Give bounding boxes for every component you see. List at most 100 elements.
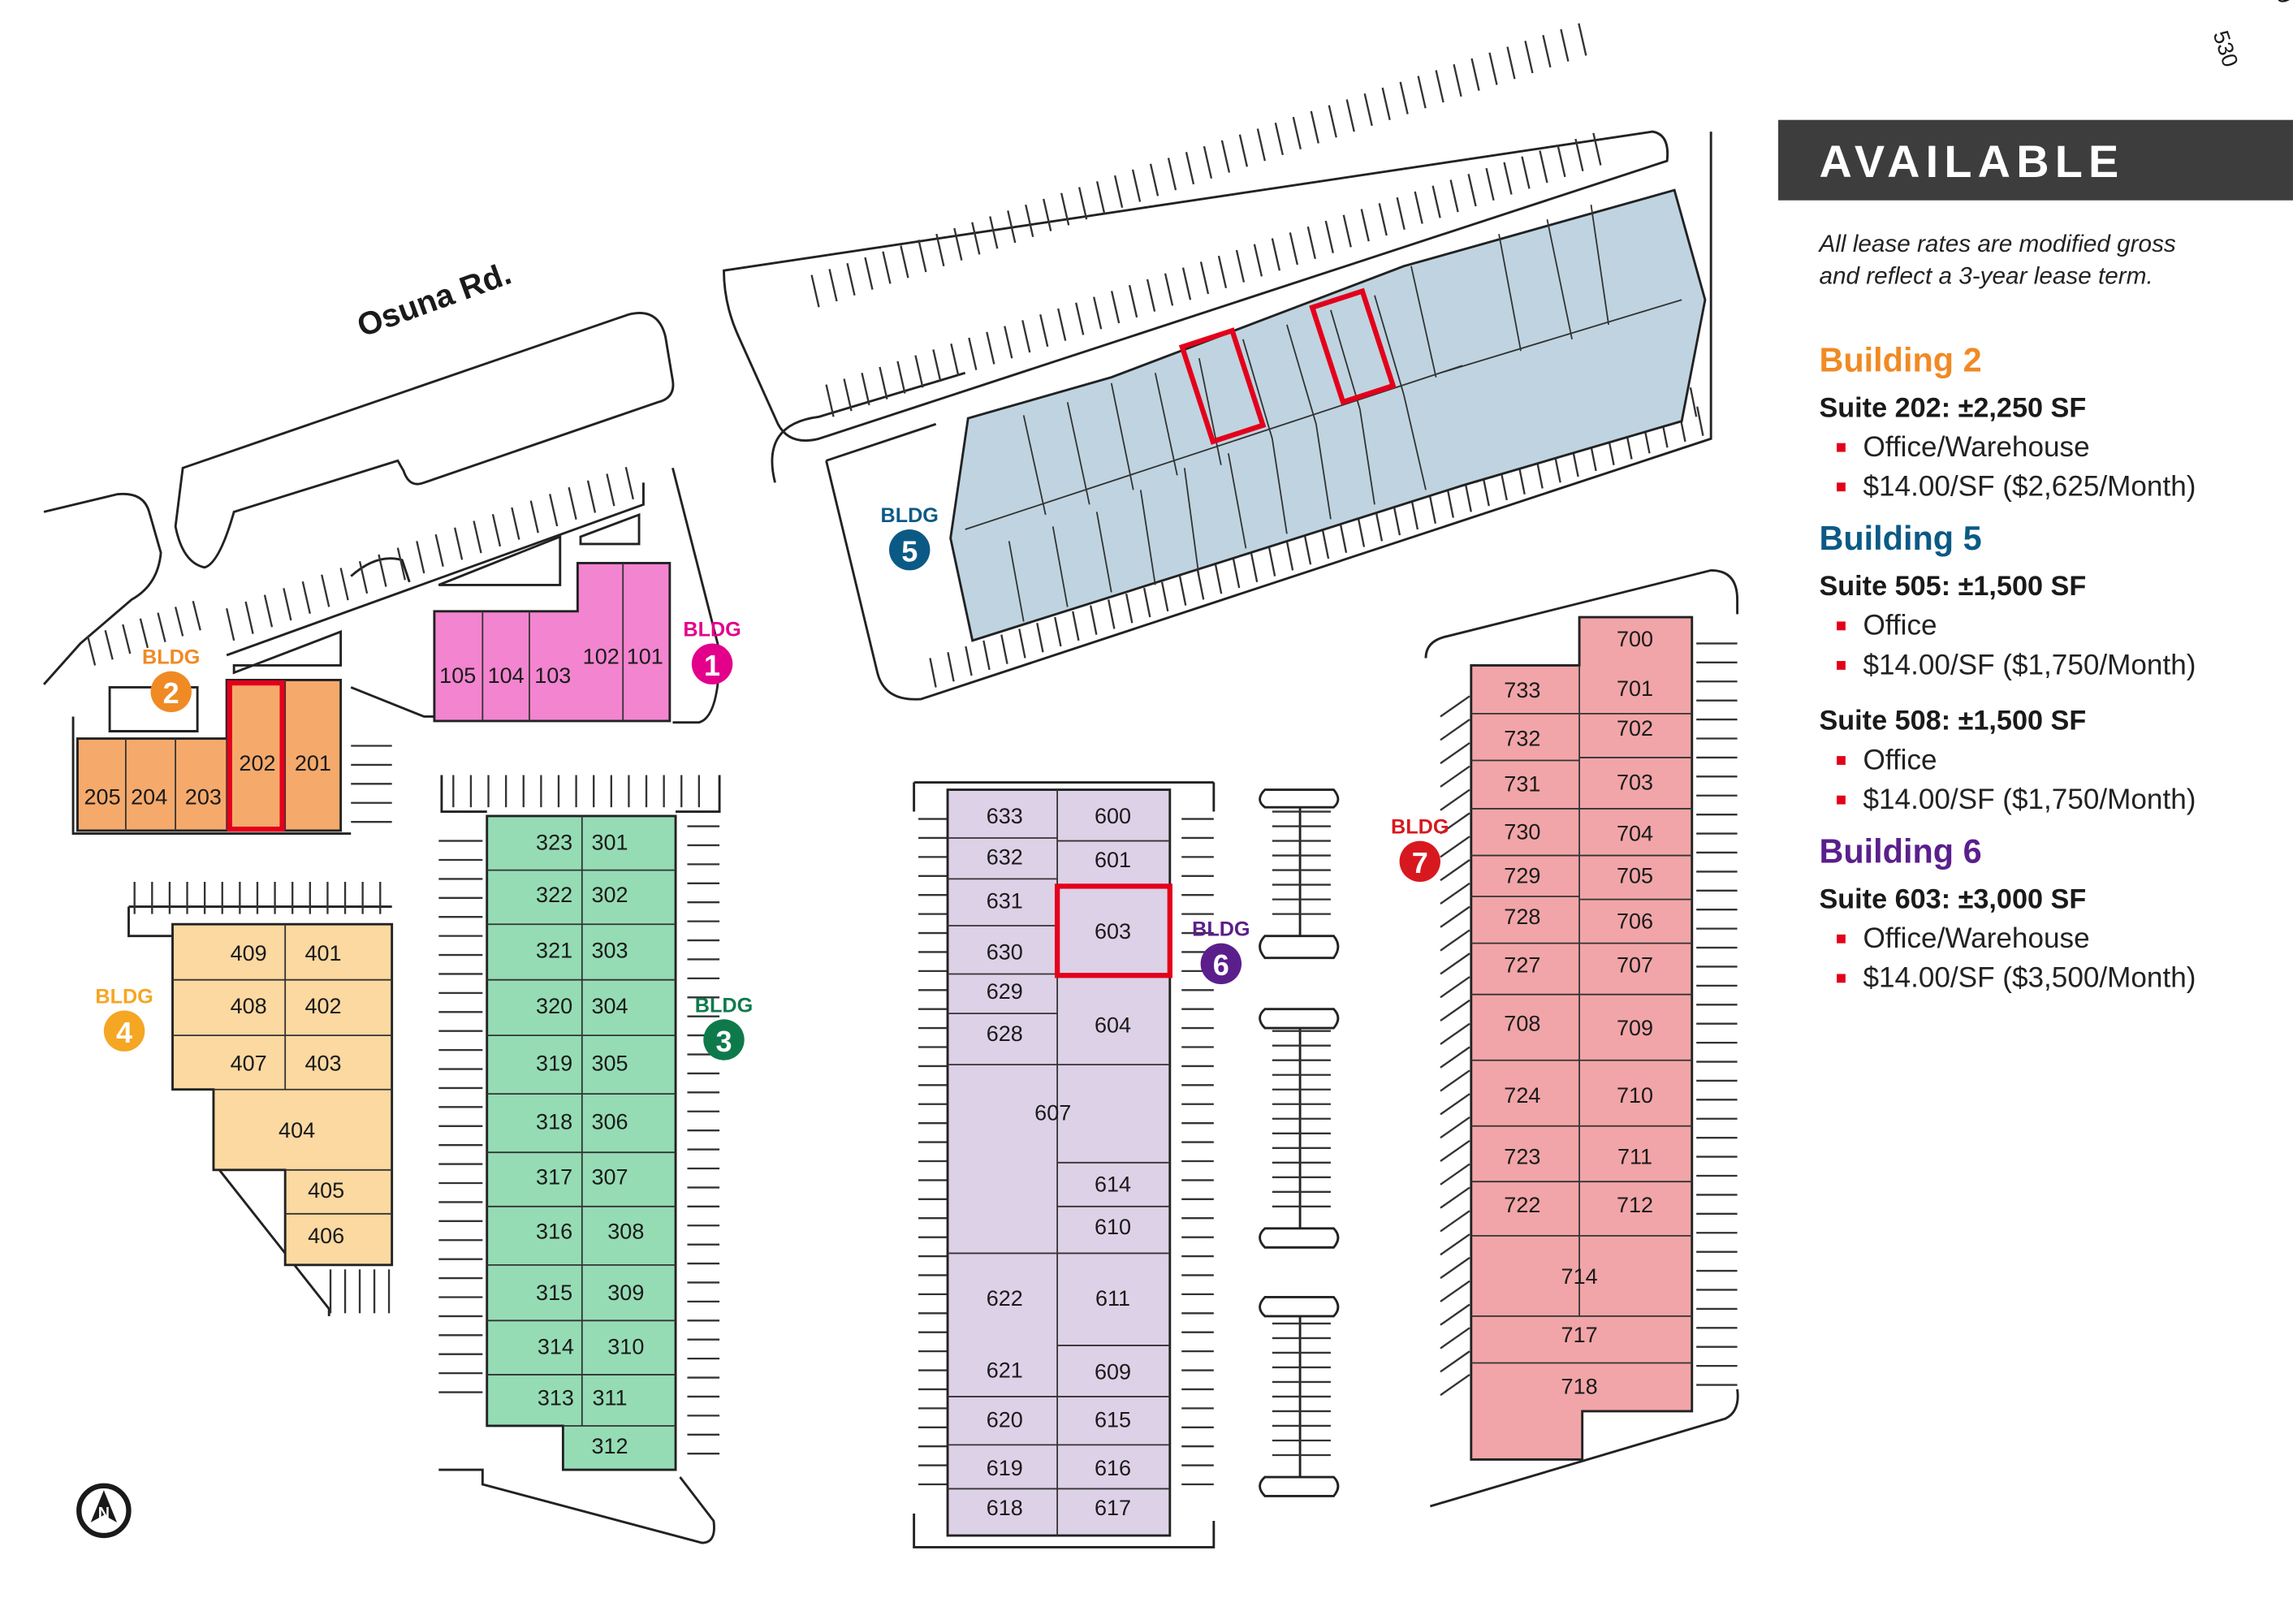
unit-label-303[interactable]: 303 xyxy=(591,939,628,963)
unit-label-322[interactable]: 322 xyxy=(536,883,572,907)
unit-label-631[interactable]: 631 xyxy=(987,888,1023,913)
unit-label-629[interactable]: 629 xyxy=(987,979,1023,1004)
unit-label-728[interactable]: 728 xyxy=(1504,905,1540,929)
unit-label-302[interactable]: 302 xyxy=(591,883,628,907)
unit-label-409[interactable]: 409 xyxy=(231,941,267,965)
unit-label-729[interactable]: 729 xyxy=(1504,864,1540,888)
unit-label-712[interactable]: 712 xyxy=(1617,1193,1653,1217)
unit-label-731[interactable]: 731 xyxy=(1504,771,1540,796)
unit-label-703[interactable]: 703 xyxy=(1617,770,1653,794)
unit-label-615[interactable]: 615 xyxy=(1095,1408,1131,1432)
unit-label-202[interactable]: 202 xyxy=(239,751,275,775)
unit-label-621[interactable]: 621 xyxy=(987,1358,1023,1382)
unit-label-401[interactable]: 401 xyxy=(304,941,341,965)
unit-label-732[interactable]: 732 xyxy=(1504,726,1540,750)
unit-label-727[interactable]: 727 xyxy=(1504,953,1540,978)
unit-label-203[interactable]: 203 xyxy=(185,784,222,809)
unit-label-604[interactable]: 604 xyxy=(1095,1013,1131,1037)
highlight-suite-202[interactable] xyxy=(227,680,285,832)
highlight-suite-505[interactable] xyxy=(1178,327,1267,445)
unit-label-403[interactable]: 403 xyxy=(304,1051,341,1075)
unit-label-204[interactable]: 204 xyxy=(131,784,167,809)
unit-label-619[interactable]: 619 xyxy=(987,1456,1023,1480)
unit-label-714[interactable]: 714 xyxy=(1561,1264,1598,1289)
unit-label-628[interactable]: 628 xyxy=(987,1021,1023,1046)
unit-label-404[interactable]: 404 xyxy=(279,1118,315,1142)
unit-label-201[interactable]: 201 xyxy=(295,751,331,775)
unit-label-603[interactable]: 603 xyxy=(1095,919,1131,944)
unit-label-312[interactable]: 312 xyxy=(591,1434,628,1458)
unit-label-711[interactable]: 711 xyxy=(1617,1145,1652,1169)
unit-label-304[interactable]: 304 xyxy=(591,994,628,1018)
unit-label-309[interactable]: 309 xyxy=(607,1281,644,1305)
unit-label-402[interactable]: 402 xyxy=(304,994,341,1018)
unit-label-104[interactable]: 104 xyxy=(488,663,525,688)
unit-label-600[interactable]: 600 xyxy=(1095,804,1131,828)
unit-label-701[interactable]: 701 xyxy=(1617,676,1653,701)
unit-label-610[interactable]: 610 xyxy=(1095,1215,1131,1239)
unit-label-308[interactable]: 308 xyxy=(607,1219,644,1243)
unit-label-405[interactable]: 405 xyxy=(308,1178,344,1203)
unit-label-318[interactable]: 318 xyxy=(536,1109,572,1134)
unit-label-708[interactable]: 708 xyxy=(1504,1012,1540,1036)
unit-label-315[interactable]: 315 xyxy=(536,1281,572,1305)
unit-label-705[interactable]: 705 xyxy=(1617,864,1653,888)
unit-label-317[interactable]: 317 xyxy=(536,1165,572,1190)
unit-label-311[interactable]: 311 xyxy=(592,1386,627,1410)
unit-label-618[interactable]: 618 xyxy=(987,1496,1023,1520)
unit-label-323[interactable]: 323 xyxy=(536,830,572,854)
unit-label-723[interactable]: 723 xyxy=(1504,1145,1540,1169)
unit-label-529[interactable]: 529 xyxy=(2264,0,2293,6)
unit-label-733[interactable]: 733 xyxy=(1504,678,1540,702)
unit-label-307[interactable]: 307 xyxy=(591,1165,628,1190)
unit-label-306[interactable]: 306 xyxy=(591,1109,628,1134)
unit-label-730[interactable]: 730 xyxy=(1504,820,1540,844)
unit-label-717[interactable]: 717 xyxy=(1561,1323,1598,1347)
unit-label-601[interactable]: 601 xyxy=(1095,848,1131,872)
unit-label-633[interactable]: 633 xyxy=(987,804,1023,828)
unit-label-704[interactable]: 704 xyxy=(1617,822,1653,846)
unit-label-620[interactable]: 620 xyxy=(987,1408,1023,1432)
unit-label-320[interactable]: 320 xyxy=(536,994,572,1018)
unit-label-630[interactable]: 630 xyxy=(987,939,1023,964)
unit-label-700[interactable]: 700 xyxy=(1617,627,1653,651)
unit-label-301[interactable]: 301 xyxy=(591,830,628,854)
unit-label-632[interactable]: 632 xyxy=(987,844,1023,869)
unit-label-105[interactable]: 105 xyxy=(439,663,476,688)
highlight-suite-508[interactable] xyxy=(1309,287,1397,406)
unit-label-609[interactable]: 609 xyxy=(1095,1359,1131,1384)
unit-label-310[interactable]: 310 xyxy=(607,1335,644,1359)
unit-label-313[interactable]: 313 xyxy=(538,1386,574,1410)
unit-label-316[interactable]: 316 xyxy=(536,1219,572,1243)
unit-label-321[interactable]: 321 xyxy=(536,939,572,963)
unit-label-722[interactable]: 722 xyxy=(1504,1193,1540,1217)
unit-label-707[interactable]: 707 xyxy=(1617,953,1653,978)
unit-label-709[interactable]: 709 xyxy=(1617,1016,1653,1040)
unit-label-407[interactable]: 407 xyxy=(231,1051,267,1075)
unit-label-305[interactable]: 305 xyxy=(591,1051,628,1075)
unit-label-718[interactable]: 718 xyxy=(1561,1374,1598,1398)
unit-label-530[interactable]: 530 xyxy=(2209,28,2243,70)
unit-label-616[interactable]: 616 xyxy=(1095,1456,1131,1480)
unit-label-406[interactable]: 406 xyxy=(308,1224,344,1248)
unit-label-314[interactable]: 314 xyxy=(538,1335,574,1359)
unit-label-611[interactable]: 611 xyxy=(1095,1286,1130,1311)
unit-label-622[interactable]: 622 xyxy=(987,1286,1023,1311)
unit-label-607[interactable]: 607 xyxy=(1034,1101,1071,1125)
unit-label-103[interactable]: 103 xyxy=(534,663,571,688)
highlight-suite-603[interactable] xyxy=(1054,883,1172,978)
unit-label-724[interactable]: 724 xyxy=(1504,1083,1540,1108)
unit-label-710[interactable]: 710 xyxy=(1617,1083,1653,1108)
unit-label-205[interactable]: 205 xyxy=(84,784,121,809)
unit-label-101[interactable]: 101 xyxy=(627,645,663,669)
unit-label-102[interactable]: 102 xyxy=(583,645,620,669)
unit-label-706[interactable]: 706 xyxy=(1617,909,1653,934)
unit-label-614[interactable]: 614 xyxy=(1095,1173,1131,1197)
